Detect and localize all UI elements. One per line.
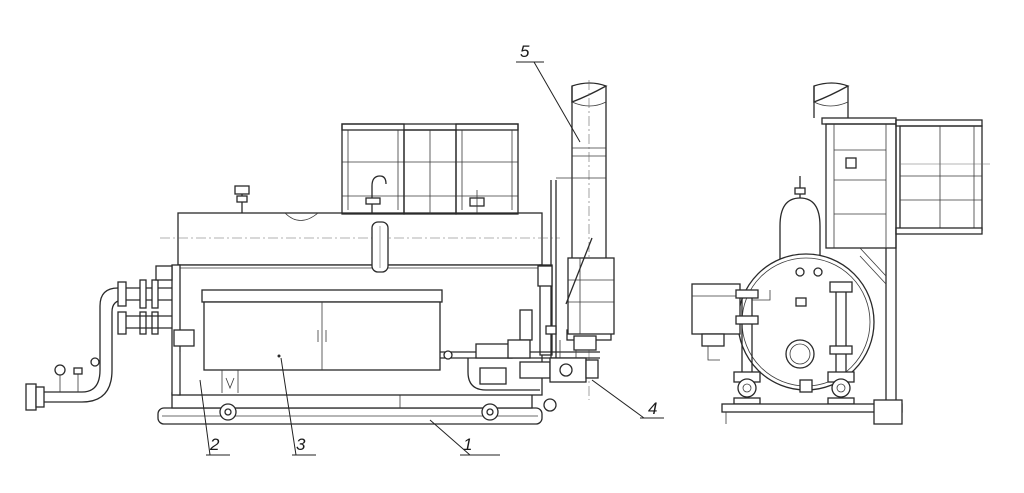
callout-1: 1 bbox=[429, 419, 500, 456]
end-view bbox=[691, 82, 990, 425]
callout-2: 2 bbox=[199, 379, 230, 456]
control-cabinet bbox=[201, 289, 443, 393]
side-ladder bbox=[519, 177, 615, 358]
callout-label-4: 4 bbox=[648, 399, 657, 418]
callout-label-1: 1 bbox=[463, 435, 472, 454]
right-header bbox=[827, 281, 855, 405]
end-chimney bbox=[813, 82, 850, 118]
end-column bbox=[859, 120, 897, 404]
callout-label-3: 3 bbox=[296, 435, 306, 454]
top-platform bbox=[341, 123, 519, 215]
end-base bbox=[721, 399, 903, 425]
steam-dome bbox=[779, 176, 821, 263]
callout-label-2: 2 bbox=[209, 435, 220, 454]
callout-3: 3 bbox=[280, 357, 316, 456]
callout-label-5: 5 bbox=[520, 42, 530, 61]
burner-assembly bbox=[440, 335, 600, 391]
top-valve bbox=[234, 185, 250, 213]
left-piping bbox=[25, 265, 173, 411]
end-platform bbox=[895, 119, 990, 235]
callout-5: 5 bbox=[516, 42, 581, 143]
side-view bbox=[25, 80, 615, 425]
level-gauge bbox=[371, 221, 389, 273]
base-frame bbox=[157, 392, 557, 425]
left-header bbox=[733, 289, 771, 405]
end-cage bbox=[821, 117, 897, 249]
callout-4: 4 bbox=[591, 379, 664, 419]
end-burner bbox=[691, 283, 741, 361]
